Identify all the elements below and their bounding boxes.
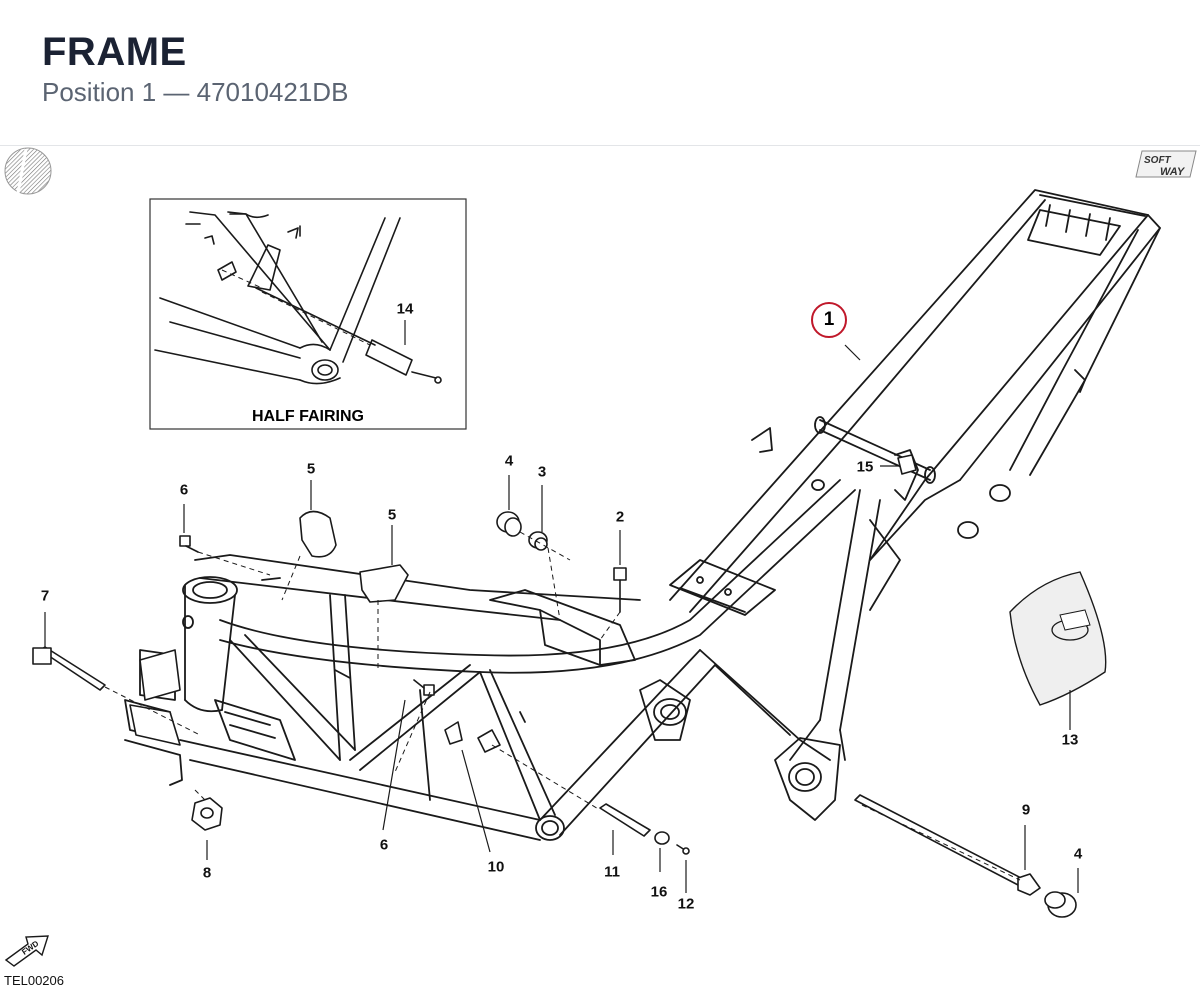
callout-5-bracket[interactable]: 5 [387,506,397,524]
callout-4-grommet[interactable]: 4 [504,452,514,470]
callout-9[interactable]: 9 [1021,801,1031,819]
callout-10[interactable]: 10 [487,858,505,876]
dashed-assembly-lines [104,269,1021,881]
softway-badge-top-text: SOFT [1144,155,1172,166]
softway-badge-bottom-text: WAY [1160,166,1186,178]
callout-1-highlighted[interactable]: 1 [811,302,847,338]
leader-lines [44,320,1079,893]
part-13-inspection-cover [1009,571,1107,706]
callout-6-lower[interactable]: 6 [379,836,389,854]
drawing-code: TEL00206 [4,973,64,988]
callout-13[interactable]: 13 [1061,731,1079,749]
callout-4-plug[interactable]: 4 [1073,845,1083,863]
callout-6-upper[interactable]: 6 [179,481,189,499]
forward-arrow-icon: FWD [4,935,49,967]
callout-11[interactable]: 11 [604,863,620,881]
callout-14[interactable]: 14 [396,300,414,318]
callout-12[interactable]: 12 [677,895,695,913]
page-title: FRAME [42,30,187,74]
header-divider [0,145,1200,146]
callout-16[interactable]: 16 [650,883,668,901]
manufacturer-logo-disc [4,147,52,195]
callout-2[interactable]: 2 [615,508,625,526]
softway-badge: SOFT WAY [1135,150,1197,178]
callout-15[interactable]: 15 [856,458,874,476]
page-subtitle: Position 1 — 47010421DB [42,77,349,107]
half-fairing-inset [149,198,467,430]
inset-caption: HALF FAIRING [252,408,364,425]
callout-8[interactable]: 8 [202,864,212,882]
callout-7[interactable]: 7 [40,587,50,605]
callout-3[interactable]: 3 [537,463,547,481]
frame-assembly [124,189,1161,841]
hardware-parts [32,454,1077,918]
callout-5-cap[interactable]: 5 [306,460,316,478]
